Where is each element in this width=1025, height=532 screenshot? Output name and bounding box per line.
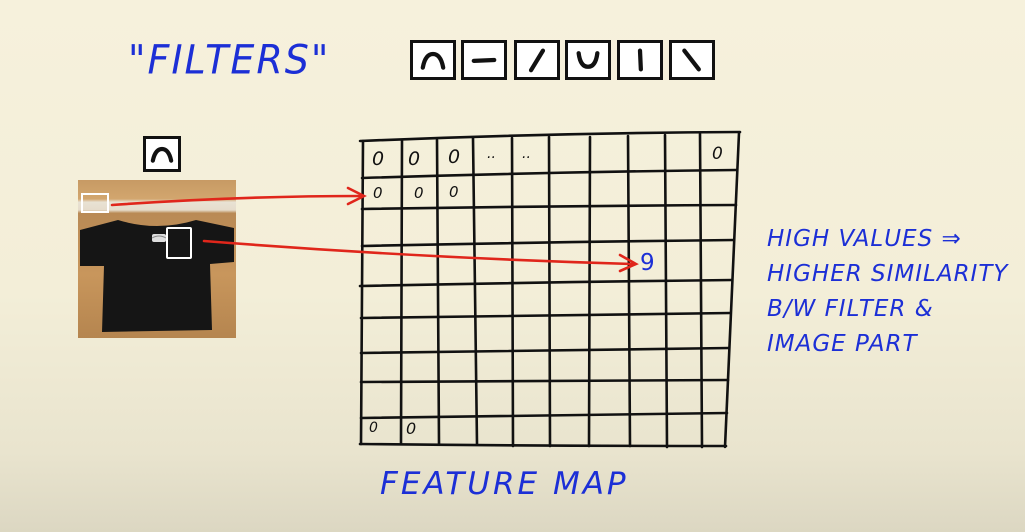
note-line: IMAGE PART bbox=[767, 331, 918, 357]
cell-value: 0 bbox=[369, 420, 378, 436]
filter-vertical-line-icon bbox=[617, 40, 663, 80]
patch-box-top bbox=[81, 193, 109, 213]
cell-value: 0 bbox=[372, 148, 385, 170]
note-line: HIGH VALUES ⇒ bbox=[767, 226, 962, 252]
similarity-note: HIGH VALUES ⇒ HIGHER SIMILARITY B/W FILT… bbox=[767, 222, 1008, 362]
filter-arc-up-icon bbox=[410, 40, 456, 80]
cell-value: 0 bbox=[373, 184, 383, 202]
cell-value: 0 bbox=[449, 183, 459, 201]
patch-box-pocket bbox=[166, 227, 192, 259]
cell-value: 0 bbox=[406, 419, 417, 438]
feature-map-label: FEATURE MAP bbox=[380, 466, 629, 502]
tshirt-photo bbox=[78, 180, 236, 338]
note-line: HIGHER SIMILARITY bbox=[767, 261, 1009, 287]
filter-diagonal-slash-icon bbox=[514, 40, 560, 80]
cell-value: .. bbox=[522, 146, 531, 162]
filter-diagonal-backslash-icon bbox=[669, 40, 715, 80]
cell-value: .. bbox=[487, 146, 496, 162]
filters-title: "FILTERS" bbox=[128, 36, 331, 84]
note-line: B/W FILTER & bbox=[767, 296, 934, 322]
tshirt-icon bbox=[80, 220, 234, 332]
cell-value: 0 bbox=[414, 184, 424, 202]
filter-horizontal-line-icon bbox=[461, 40, 507, 80]
cell-value: 0 bbox=[448, 146, 461, 168]
cell-value: 0 bbox=[408, 148, 421, 170]
active-filter-arc-up-icon bbox=[143, 136, 181, 172]
high-value-cell: 9 bbox=[640, 250, 655, 276]
filter-arc-down-icon bbox=[565, 40, 611, 80]
cell-value: 0 bbox=[712, 144, 723, 164]
